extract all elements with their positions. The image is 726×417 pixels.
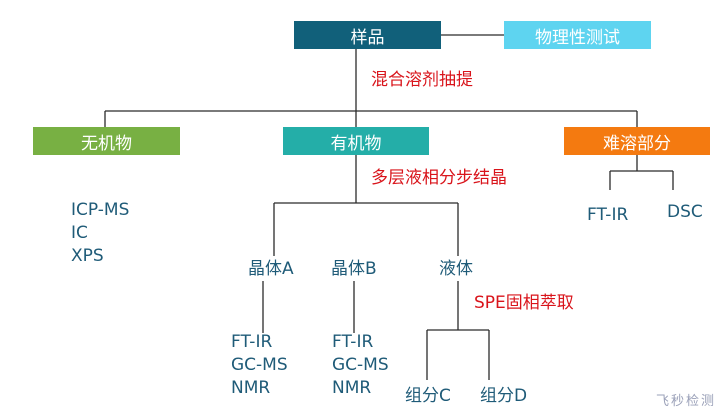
sample-label: 样品 [350,27,385,48]
crystal-b-method: FT-IR [332,332,374,352]
crystal-a-method: FT-IR [231,332,273,352]
physical-test-box: 物理性测试 [504,21,651,49]
component-c: 组分C [405,386,451,406]
inorganic-methods: ICP-MS IC XPS [71,199,129,268]
crystal-b-method: GC-MS [332,355,389,375]
insoluble-method-right: DSC [667,202,703,222]
inorganic-method: ICP-MS [71,200,130,220]
inorganic-box: 无机物 [33,127,180,155]
crystal-a-method: GC-MS [231,355,288,375]
insoluble-method-left: FT-IR [587,205,629,225]
crystal-b-method: NMR [332,378,372,398]
inorganic-label: 无机物 [81,133,132,154]
crystal-a-methods: FT-IR GC-MS NMR [231,331,288,400]
step-spe: SPE固相萃取 [474,293,574,313]
inorganic-method: XPS [71,246,104,266]
organic-box: 有机物 [283,127,429,155]
insoluble-box: 难溶部分 [564,127,710,155]
component-d: 组分D [480,386,528,406]
crystal-b-methods: FT-IR GC-MS NMR [332,331,389,400]
watermark: 飞秒检测 [655,394,716,409]
insoluble-label: 难溶部分 [603,133,671,154]
crystal-b-label: 晶体B [331,259,377,279]
crystal-a-label: 晶体A [248,259,294,279]
organic-label: 有机物 [330,133,382,154]
physical-test-label: 物理性测试 [535,27,620,48]
step-multilayer: 多层液相分步结晶 [371,168,507,188]
inorganic-method: IC [71,223,88,243]
sample-box: 样品 [294,21,441,49]
liquid-label: 液体 [439,259,473,279]
crystal-a-method: NMR [231,378,271,398]
step-extraction: 混合溶剂抽提 [371,70,473,90]
